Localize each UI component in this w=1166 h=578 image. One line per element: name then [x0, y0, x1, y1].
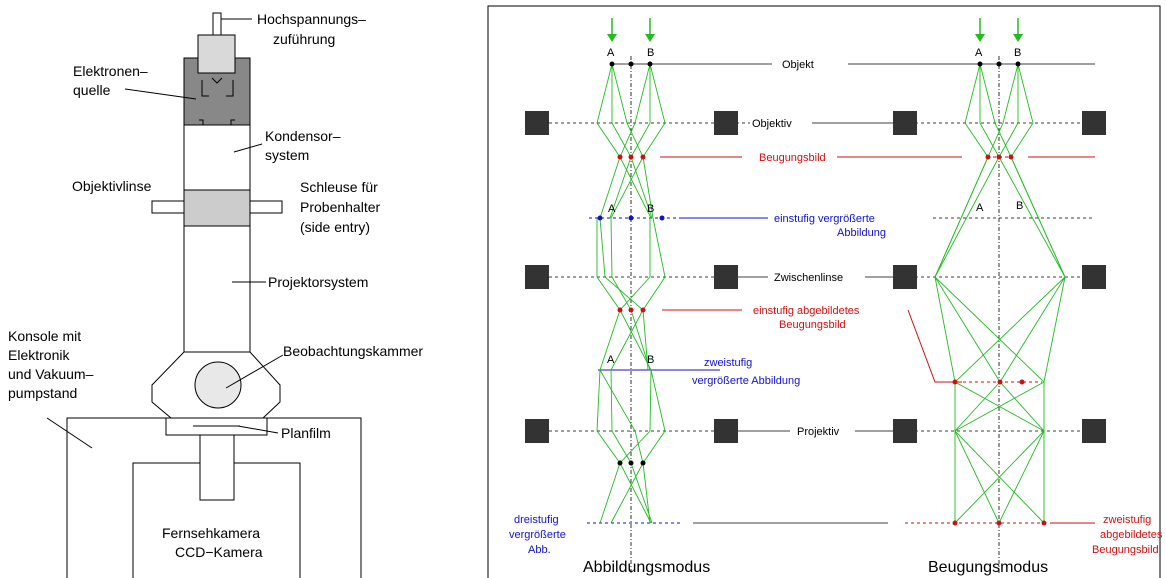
microscope-schematic	[46, 12, 362, 578]
label-dreistufig-3: Abb.	[528, 544, 551, 556]
lens-zwischen-l1	[525, 265, 549, 289]
label-projektiv: Projektiv	[797, 426, 840, 438]
label-camera-1: Fernsehkamera	[162, 525, 260, 541]
label-einstufig-abg-2: Beugungsbild	[779, 319, 846, 331]
label-source-2: quelle	[73, 82, 111, 98]
label-a-top-right: A	[975, 47, 983, 59]
label-objekt: Objekt	[782, 59, 814, 71]
label-console-2: Elektronik	[8, 347, 70, 363]
label-chamber: Beobachtungskammer	[283, 343, 423, 359]
incident-arrows	[607, 18, 1023, 42]
lens-projektiv-l2	[714, 419, 738, 443]
condenser-system	[183, 124, 251, 191]
lens-projektiv-r1	[893, 419, 917, 443]
viewing-window	[194, 361, 242, 409]
lens-objektiv-l2	[714, 111, 738, 135]
label-source-1: Elektronen–	[73, 63, 148, 79]
label-zwischenlinse: Zwischenlinse	[774, 272, 843, 284]
label-lock-2: Probenhalter	[300, 199, 381, 215]
label-b-right-mid: B	[1016, 200, 1023, 212]
label-einstufig-2: Abbildung	[837, 227, 886, 239]
label-hv-2: zuführung	[273, 31, 335, 47]
label-zweistufig-b-3: Beugungsbild	[1092, 544, 1159, 556]
label-zweistufig-b-1: zweistufig	[1103, 514, 1151, 526]
label-zweistufig-1: zweistufig	[704, 357, 752, 369]
label-einstufig-1: einstufig vergrößerte	[774, 213, 875, 225]
lens-projektiv-r2	[1082, 419, 1106, 443]
objective-lens-block	[183, 189, 251, 227]
specimen-lock-left	[151, 200, 185, 214]
lens-objektiv-r1	[893, 111, 917, 135]
focus-dots	[597, 61, 1047, 526]
label-b-top-right: B	[1014, 47, 1021, 59]
label-beugungsmodus: Beugungsmodus	[928, 559, 1048, 576]
lens-projektiv-l1	[525, 419, 549, 443]
label-einstufig-abg-1: einstufig abgebildetes	[753, 305, 860, 317]
label-abbildungsmodus: Abbildungsmodus	[583, 559, 710, 576]
label-zweistufig-b-2: abgebildetes	[1100, 529, 1163, 541]
label-b-img2: B	[647, 354, 654, 366]
label-camera-2: CCD−Kamera	[175, 544, 263, 560]
hv-connector	[212, 12, 222, 36]
lens-objektiv-l1	[525, 111, 549, 135]
label-projector: Projektorsystem	[268, 274, 368, 290]
rays	[596, 63, 1066, 524]
label-objektiv: Objektiv	[752, 118, 792, 130]
label-hv-1: Hochspannungs–	[257, 11, 366, 27]
label-condenser-1: Kondensor–	[265, 128, 341, 144]
leader-film	[237, 425, 279, 434]
label-dreistufig-1: dreistufig	[514, 514, 559, 526]
lens-zwischen-r1	[893, 265, 917, 289]
label-zweistufig-2: vergrößerte Abbildung	[692, 375, 800, 387]
ray-labels: A B A B A B A B A B Objekt Objektiv Beug…	[509, 47, 1163, 576]
colored-guides	[587, 156, 1095, 524]
leader-chamber	[225, 354, 284, 389]
label-film: Planfilm	[281, 425, 331, 441]
label-objective-lens: Objektivlinse	[72, 178, 152, 194]
projector-system	[183, 225, 251, 353]
label-lock-1: Schleuse für	[300, 179, 378, 195]
label-console-3: und Vakuum–	[8, 366, 94, 382]
label-dreistufig-2: vergrößerte	[509, 529, 566, 541]
leader-source	[124, 88, 197, 100]
specimen-lock-right	[249, 200, 283, 214]
lens-objektiv-r2	[1082, 111, 1106, 135]
label-a-img2: A	[607, 354, 615, 366]
label-a-img1: A	[608, 203, 616, 215]
lens-zwischen-r2	[1082, 265, 1106, 289]
label-a-right-mid: A	[976, 202, 984, 214]
label-lock-3: (side entry)	[300, 219, 370, 235]
source-insert	[197, 34, 236, 74]
condenser-detail	[199, 119, 235, 125]
label-condenser-2: system	[265, 147, 309, 163]
label-console-1: Konsole mit	[8, 328, 81, 344]
label-a-top-left: A	[607, 47, 615, 59]
label-console-4: pumpstand	[8, 385, 77, 401]
lens-blocks	[525, 111, 1106, 443]
microscope-labels: Hochspannungs– zuführung Elektronen– que…	[8, 11, 423, 560]
plane-lines	[549, 56, 1095, 575]
label-beugungsbild: Beugungsbild	[759, 152, 826, 164]
lens-zwischen-l2	[714, 265, 738, 289]
label-b-top-left: B	[647, 47, 654, 59]
label-b-img1: B	[647, 203, 654, 215]
leader-condenser	[233, 143, 263, 153]
leader-console	[46, 417, 93, 449]
ray-diagram-frame	[487, 5, 1161, 578]
source-detail	[201, 77, 234, 97]
camera-tube	[199, 434, 235, 501]
